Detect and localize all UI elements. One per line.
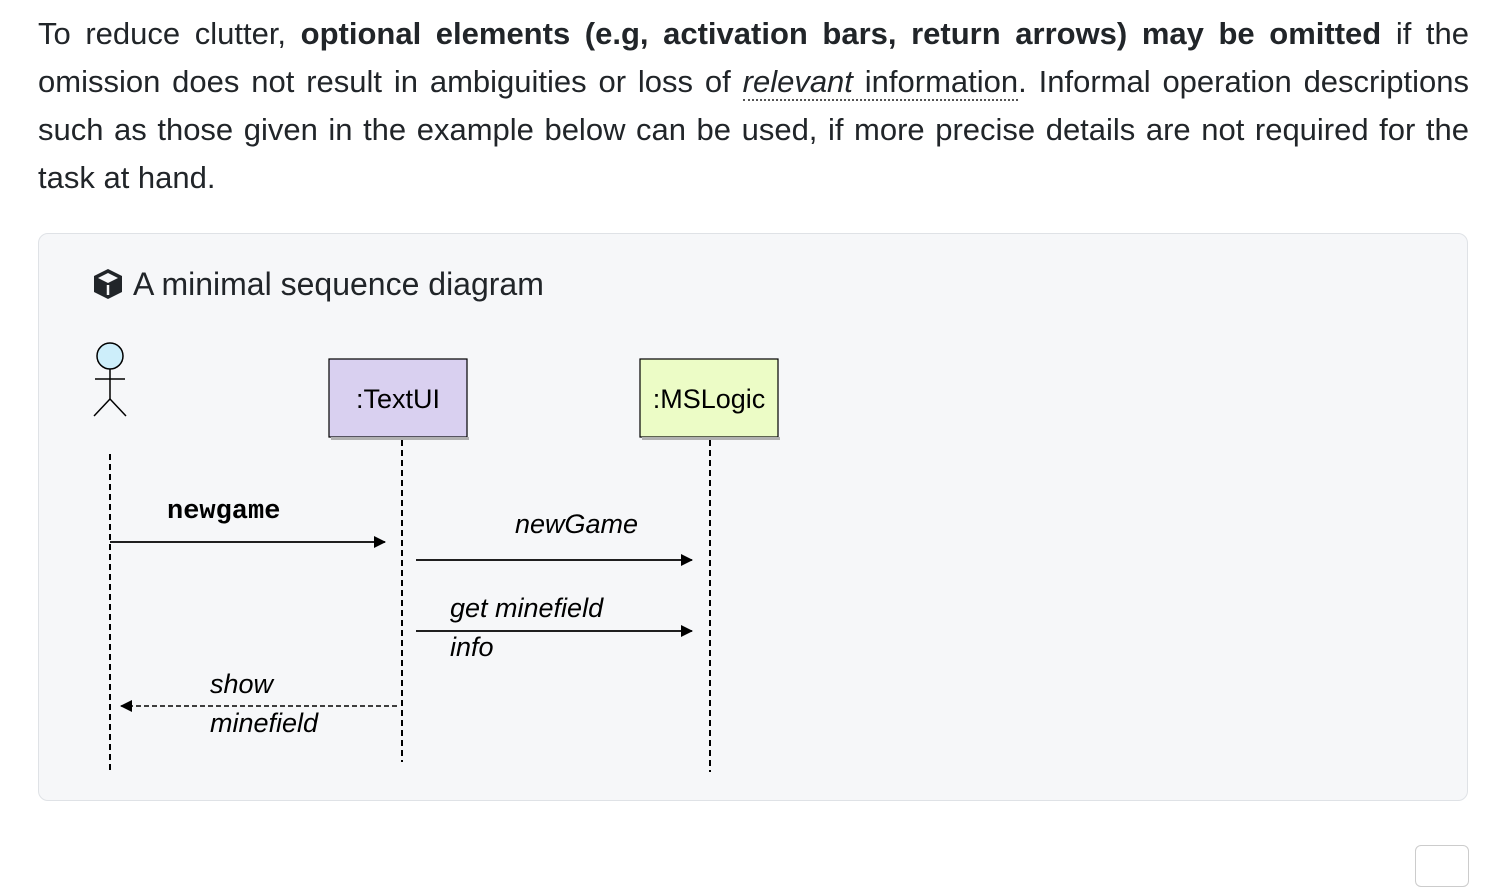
intro-bold-text: optional elements (e.g, activation bars,…: [300, 16, 1382, 51]
intro-text-3: . Informal operation descriptions such a…: [38, 64, 1469, 195]
information-word: information: [864, 64, 1019, 99]
scroll-to-top-button[interactable]: [1415, 845, 1469, 887]
actor-head: [96, 342, 124, 370]
intro-text-1: To reduce clutter,: [38, 16, 301, 51]
panel-title-text: A minimal sequence diagram: [133, 266, 544, 302]
message-get-minefield-label-2: info: [450, 632, 494, 662]
participant-textui-label: :TextUI: [356, 384, 440, 414]
message-show-label-1: show: [210, 669, 275, 699]
message-show-label-2: minefield: [210, 708, 319, 738]
relevant-word: relevant: [742, 64, 853, 99]
panel-title: A minimal sequence diagram: [91, 264, 544, 304]
message-get-minefield-label-1: get minefield: [450, 593, 604, 623]
participant-textui-box: [328, 358, 468, 438]
message-newgame-label: newgame: [167, 497, 280, 527]
message-newGame-label: newGame: [515, 509, 638, 539]
participant-mslogic-box: [639, 358, 779, 438]
example-panel: A minimal sequence diagram :TextUI :MSLo…: [38, 233, 1468, 801]
sequence-diagram: :TextUI :MSLogic newgame newGame get min…: [93, 342, 780, 774]
intro-text-2: if the omission does not result in ambig…: [38, 16, 1470, 99]
box-icon: [94, 269, 122, 299]
intro-paragraph: To reduce clutter, optional elements (e.…: [38, 10, 1469, 202]
user-actor-icon: [93, 342, 127, 417]
relevant-information-tooltip[interactable]: relevant information: [742, 64, 1019, 101]
participant-mslogic-label: :MSLogic: [653, 384, 766, 414]
